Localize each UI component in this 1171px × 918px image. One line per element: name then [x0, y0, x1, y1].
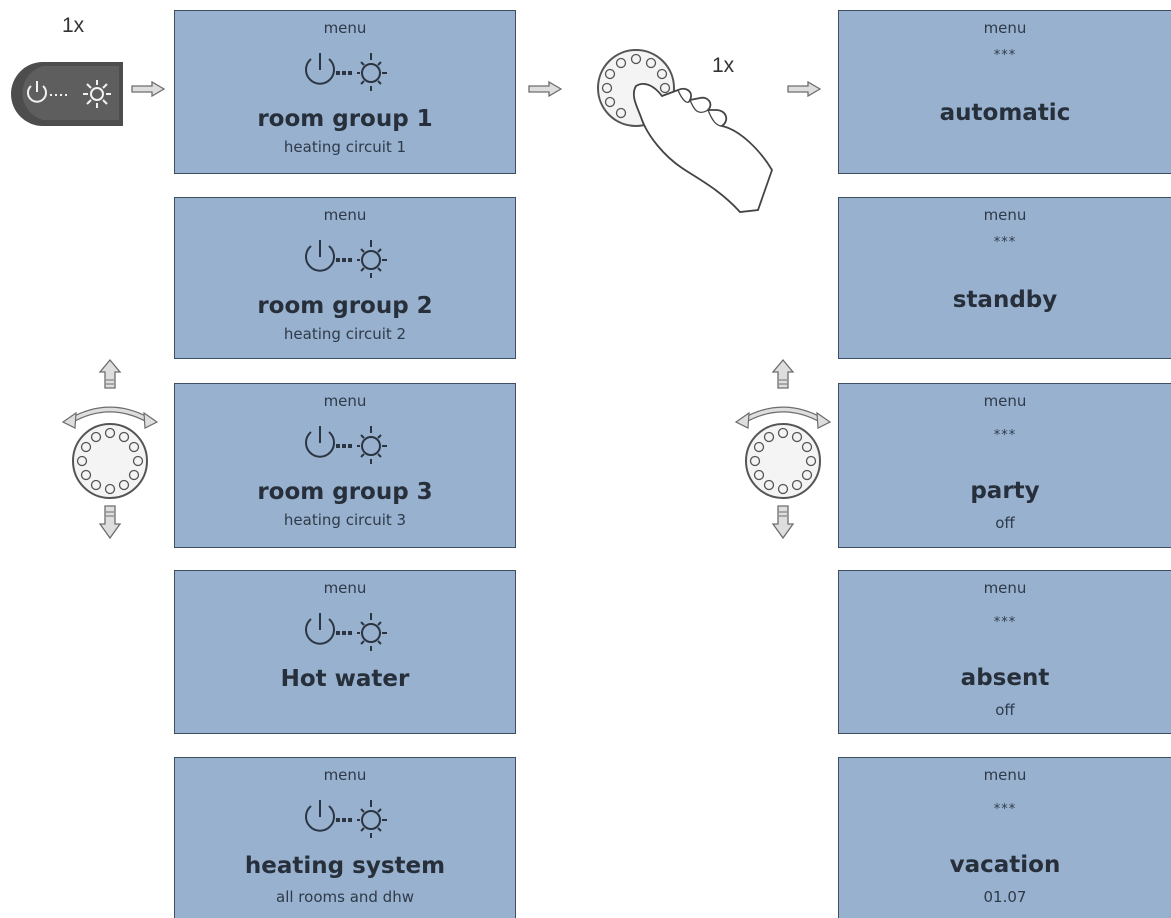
screen-title: automatic — [939, 100, 1071, 126]
screen-subtitle: off — [995, 514, 1015, 532]
screen-title: heating system — [244, 853, 446, 879]
arrow-right-icon — [131, 81, 165, 97]
arrow-right-icon — [528, 81, 562, 97]
screen-subtitle: heating circuit 3 — [283, 511, 407, 529]
power-sun-icon — [299, 424, 391, 464]
screen-title: Hot water — [280, 666, 410, 692]
screen-subtitle: 01.07 — [983, 888, 1027, 906]
menu-label: menu — [983, 392, 1027, 410]
menu-label: menu — [323, 392, 367, 410]
menu-label: menu — [323, 19, 367, 37]
rotary-knob-icon[interactable] — [733, 358, 833, 578]
stars-indicator: *** — [993, 235, 1017, 250]
menu-label: menu — [983, 766, 1027, 784]
stars-indicator: *** — [993, 615, 1017, 630]
stars-indicator: *** — [993, 428, 1017, 443]
hand-press-knob-icon — [597, 49, 773, 213]
screen-party: menu *** party off — [838, 383, 1171, 548]
menu-label: menu — [983, 19, 1027, 37]
stars-indicator: *** — [993, 802, 1017, 817]
screen-room-group-3: menu room group 3 heating circuit 3 — [174, 383, 516, 548]
arrow-right-icon — [787, 81, 821, 97]
power-sun-icon — [299, 238, 391, 278]
screen-subtitle: off — [995, 701, 1015, 719]
screen-title: absent — [960, 665, 1050, 691]
menu-label: menu — [323, 579, 367, 597]
screen-absent: menu *** absent off — [838, 570, 1171, 734]
press-count-label-left: 1x — [62, 14, 85, 37]
screen-title: standby — [952, 287, 1058, 313]
screen-room-group-1: menu room group 1 heating circuit 1 — [174, 10, 516, 174]
screen-standby: menu *** standby — [838, 197, 1171, 359]
screen-subtitle: heating circuit 2 — [283, 325, 407, 343]
screen-title: room group 3 — [257, 479, 433, 505]
power-sun-icon — [11, 62, 123, 126]
screen-hot-water: menu Hot water — [174, 570, 516, 734]
power-sun-icon — [299, 611, 391, 651]
stars-indicator: *** — [993, 48, 1017, 63]
rotary-knob-icon[interactable] — [60, 358, 160, 578]
screen-title: party — [970, 478, 1040, 504]
screen-heating-system: menu heating system all rooms and dhw — [174, 757, 516, 918]
power-sun-icon — [299, 798, 391, 838]
menu-label: menu — [323, 206, 367, 224]
screen-vacation: menu *** vacation 01.07 — [838, 757, 1171, 918]
screen-room-group-2: menu room group 2 heating circuit 2 — [174, 197, 516, 359]
screen-title: vacation — [949, 852, 1061, 878]
screen-title: room group 1 — [257, 106, 433, 132]
power-sun-icon — [299, 51, 391, 91]
press-count-label-right: 1x — [712, 54, 735, 77]
screen-subtitle: heating circuit 1 — [283, 138, 407, 156]
power-mode-button[interactable] — [5, 56, 125, 132]
menu-label: menu — [983, 206, 1027, 224]
screen-automatic: menu *** automatic — [838, 10, 1171, 174]
menu-label: menu — [983, 579, 1027, 597]
menu-label: menu — [323, 766, 367, 784]
screen-subtitle: all rooms and dhw — [276, 888, 414, 906]
screen-title: room group 2 — [257, 293, 433, 319]
